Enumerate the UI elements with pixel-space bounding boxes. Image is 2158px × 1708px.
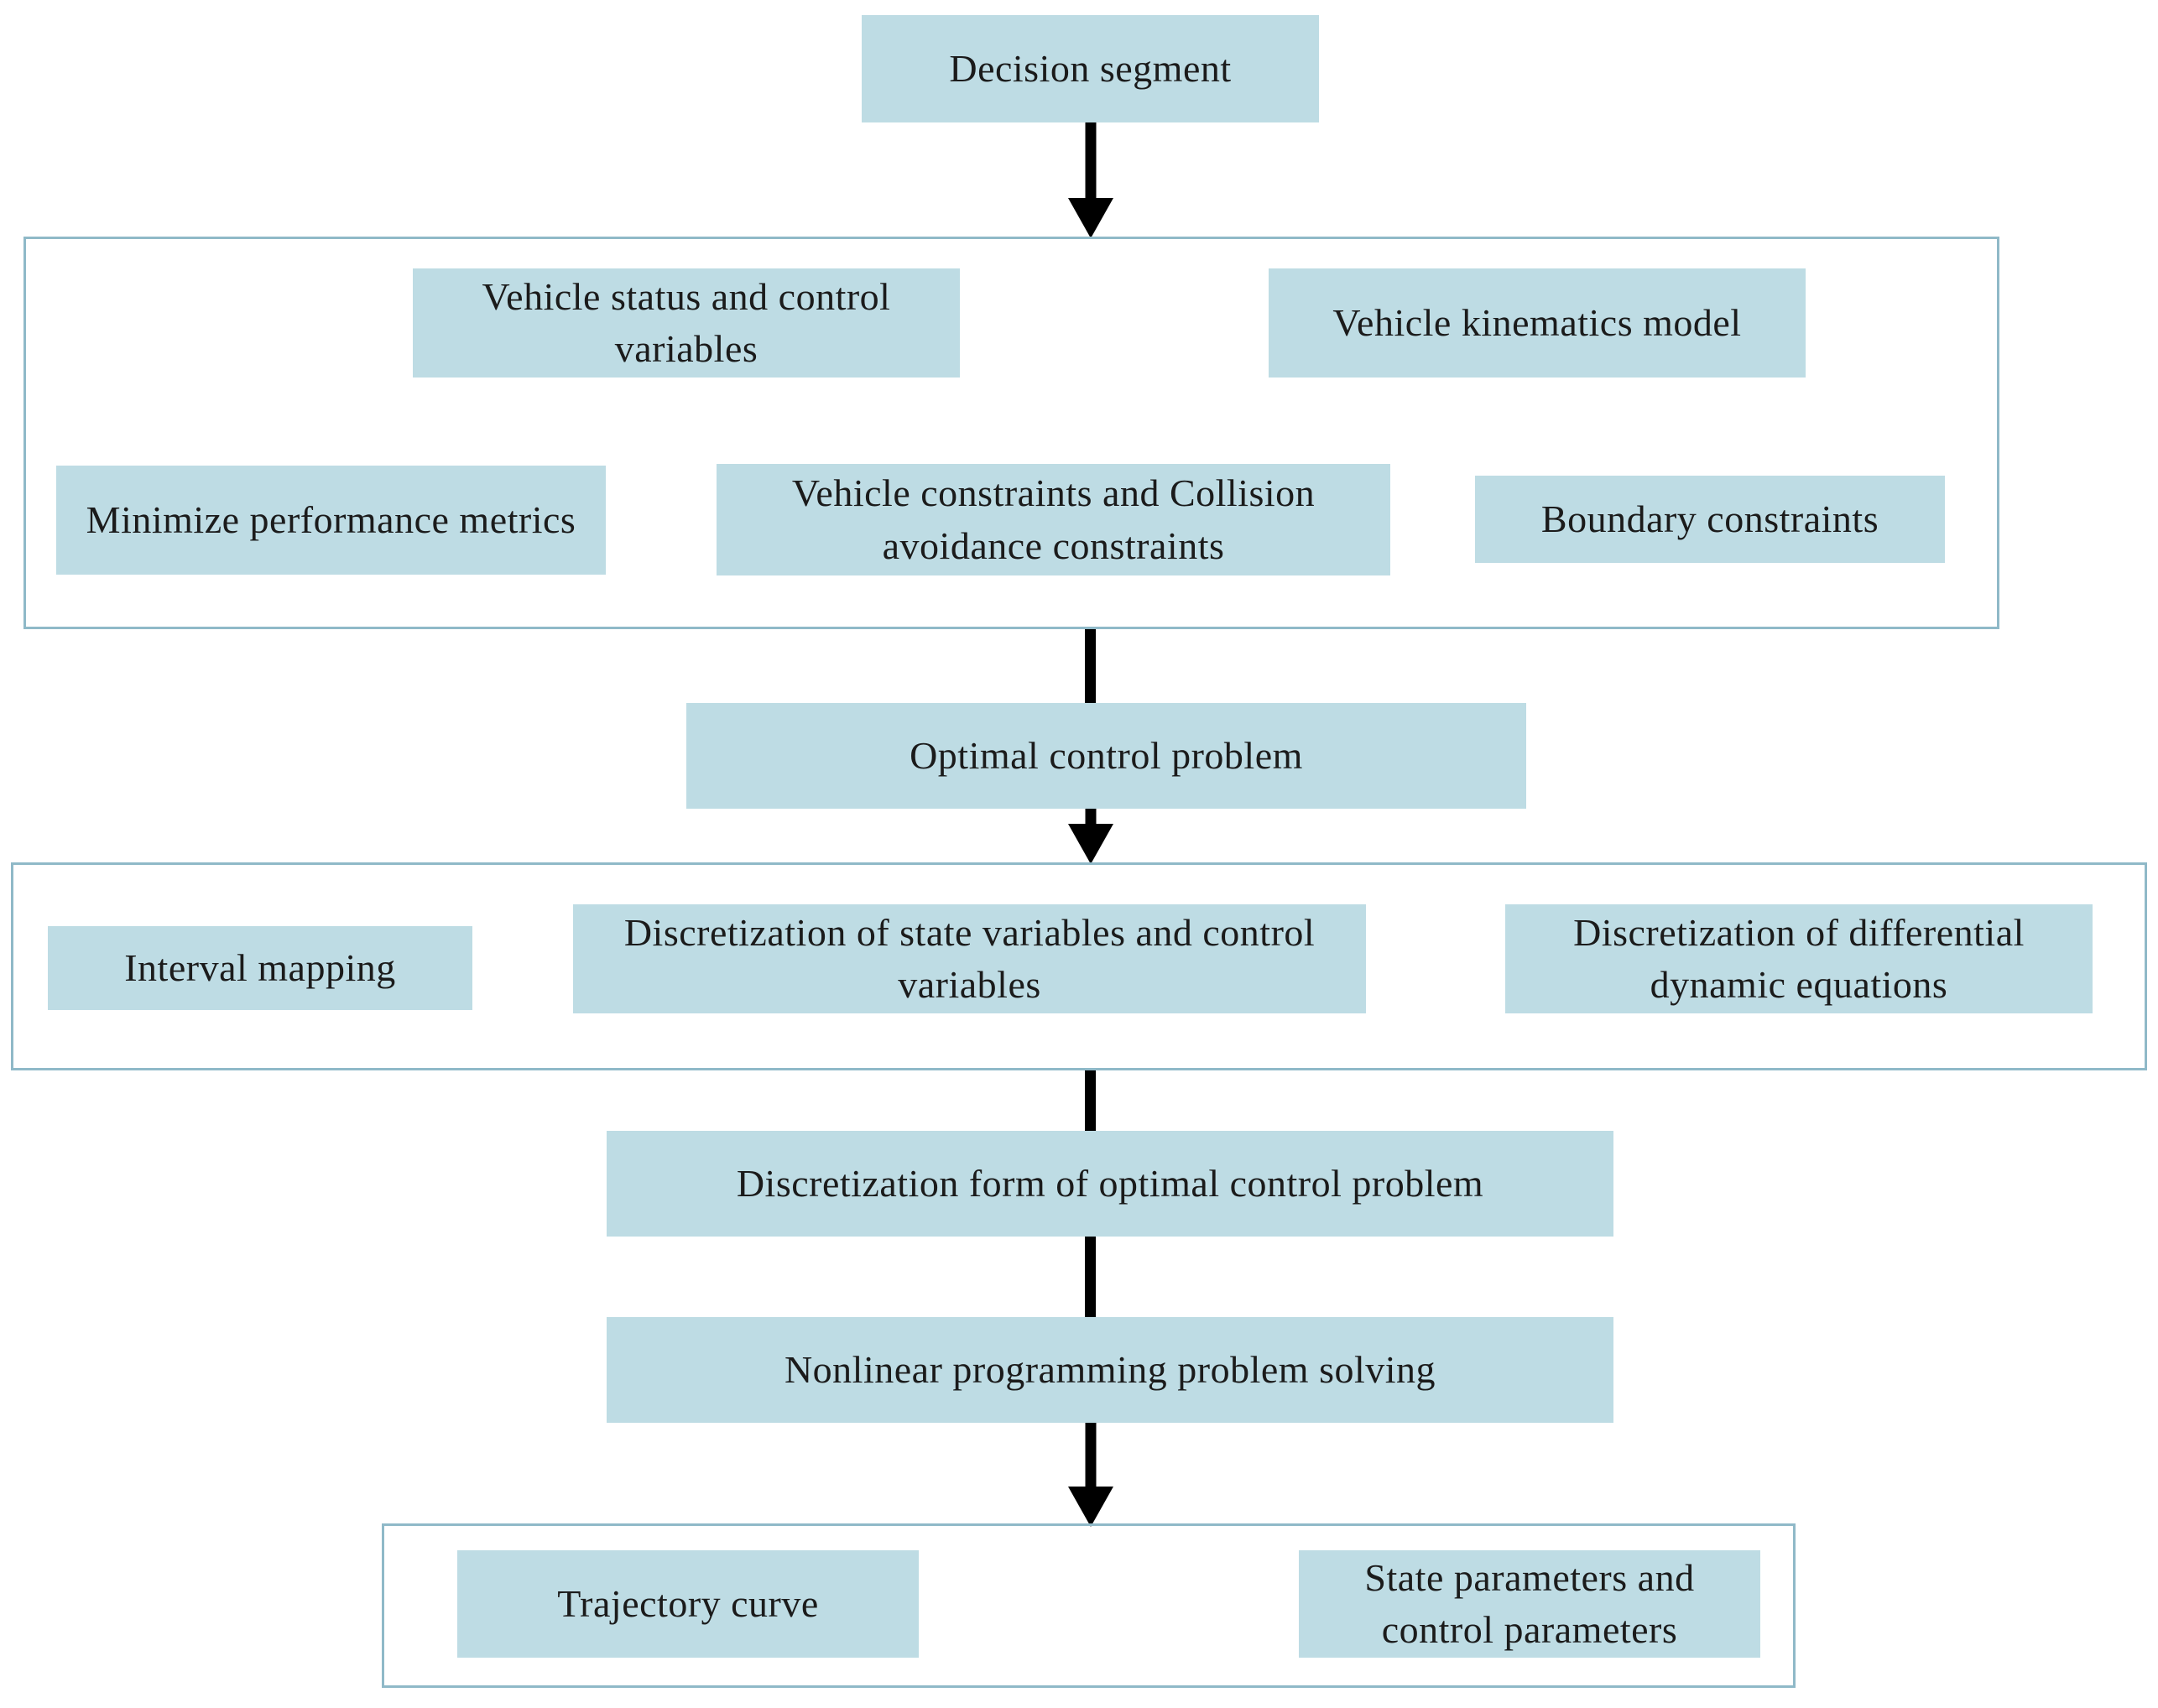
node-discretization-differential-dynamic-equations[interactable]: Discretization of differential dynamic e… xyxy=(1505,904,2093,1013)
node-minimize-performance-metrics[interactable]: Minimize performance metrics xyxy=(56,466,606,575)
node-decision-segment-label: Decision segment xyxy=(949,46,1232,90)
arrow-form-to-nonlinear-programming xyxy=(1085,1237,1096,1319)
node-state-and-control-parameters[interactable]: State parameters and control parameters xyxy=(1299,1550,1760,1658)
arrow-formulation-to-optimal-control xyxy=(1085,629,1096,705)
node-discretization-state-label: Discretization of state variables and co… xyxy=(623,910,1316,1006)
node-vehicle-collision-label: Vehicle constraints and Collision avoida… xyxy=(791,471,1316,567)
node-trajectory-curve[interactable]: Trajectory curve xyxy=(457,1550,919,1658)
node-vehicle-kinematics-model[interactable]: Vehicle kinematics model xyxy=(1269,268,1806,378)
arrow-shaft xyxy=(1085,1423,1097,1492)
node-vehicle-kinematics-label: Vehicle kinematics model xyxy=(1332,300,1742,344)
arrow-shaft xyxy=(1085,122,1097,200)
node-boundary-constraints-label: Boundary constraints xyxy=(1540,497,1879,540)
group-problem-formulation xyxy=(23,237,1999,629)
node-trajectory-curve-label: Trajectory curve xyxy=(557,1581,819,1625)
node-vehicle-status-label: Vehicle status and control variables xyxy=(482,274,891,370)
node-decision-segment[interactable]: Decision segment xyxy=(862,15,1319,122)
node-discretization-form-of-optimal-control-problem[interactable]: Discretization form of optimal control p… xyxy=(607,1131,1613,1237)
node-vehicle-status-control-variables[interactable]: Vehicle status and control variables xyxy=(413,268,960,378)
node-discretization-form-label: Discretization form of optimal control p… xyxy=(736,1161,1484,1205)
node-nonlinear-programming-problem-solving[interactable]: Nonlinear programming problem solving xyxy=(607,1317,1613,1423)
arrow-optimal-control-to-discretization xyxy=(1066,809,1116,864)
node-vehicle-collision-constraints[interactable]: Vehicle constraints and Collision avoida… xyxy=(717,464,1390,575)
node-minimize-metrics-label: Minimize performance metrics xyxy=(86,497,576,541)
node-boundary-constraints[interactable]: Boundary constraints xyxy=(1475,476,1945,563)
arrow-head xyxy=(1068,824,1113,864)
arrow-head xyxy=(1068,1487,1113,1527)
node-optimal-control-problem[interactable]: Optimal control problem xyxy=(686,703,1526,809)
arrow-discretization-to-form xyxy=(1085,1070,1096,1133)
arrow-nonlinear-to-results xyxy=(1066,1423,1116,1527)
group-results xyxy=(382,1523,1796,1688)
node-discretization-state-control-variables[interactable]: Discretization of state variables and co… xyxy=(573,904,1366,1013)
node-optimal-control-label: Optimal control problem xyxy=(910,733,1303,777)
node-interval-mapping-label: Interval mapping xyxy=(124,945,396,989)
arrow-head xyxy=(1068,198,1113,238)
node-discretization-dynamic-label: Discretization of differential dynamic e… xyxy=(1573,910,2025,1006)
node-state-parameters-label: State parameters and control parameters xyxy=(1364,1555,1695,1651)
arrow-decision-to-formulation xyxy=(1066,122,1116,238)
node-interval-mapping[interactable]: Interval mapping xyxy=(48,926,472,1010)
group-discretization xyxy=(11,862,2147,1070)
node-nonlinear-programming-label: Nonlinear programming problem solving xyxy=(784,1347,1436,1391)
